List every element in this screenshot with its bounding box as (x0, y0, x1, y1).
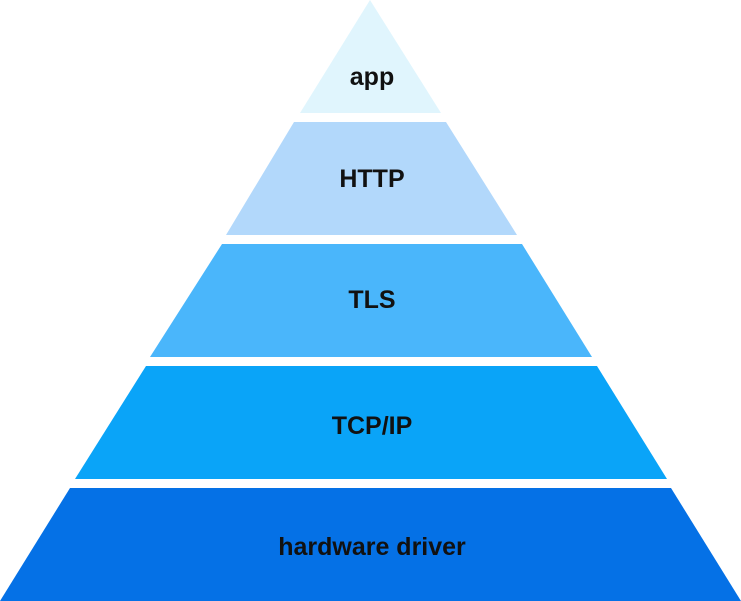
layer-hardware-driver-label: hardware driver (278, 533, 466, 561)
layer-app-label: app (350, 63, 394, 91)
layer-hardware-driver-shape (0, 488, 741, 601)
layer-http-shape (226, 122, 517, 235)
layer-tcp-ip: TCP/IP (75, 366, 667, 479)
layer-hardware-driver: hardware driver (0, 488, 741, 601)
layer-app: app (300, 0, 441, 113)
layer-tcp-ip-label: TCP/IP (332, 412, 413, 440)
layer-tcp-ip-shape (75, 366, 667, 479)
layer-tls-shape (150, 244, 592, 357)
layer-http-label: HTTP (339, 165, 404, 193)
layer-tls-label: TLS (348, 286, 395, 314)
layer-app-shape (300, 0, 441, 113)
layer-http: HTTP (226, 122, 517, 235)
layer-tls: TLS (150, 244, 592, 357)
